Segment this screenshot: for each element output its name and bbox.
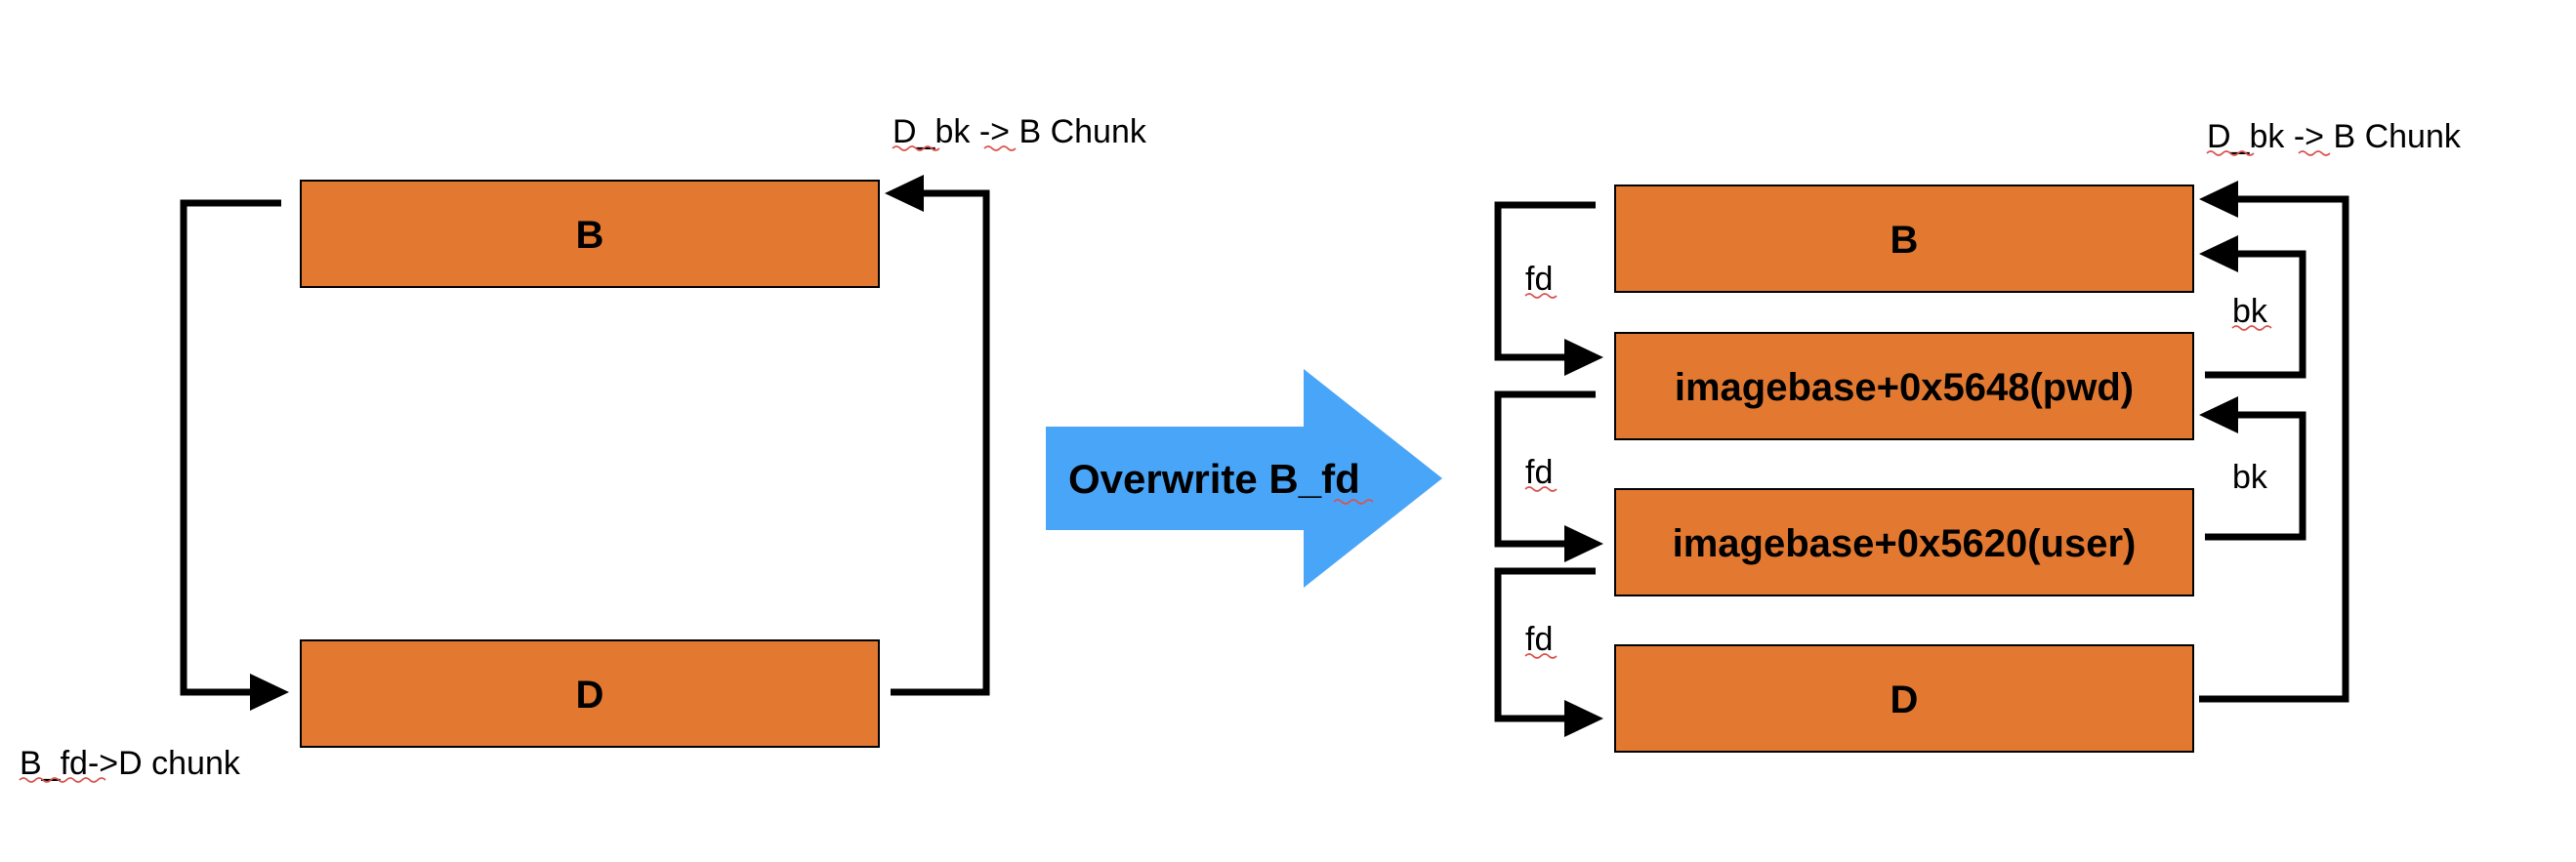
right-fd-arrowhead-3 xyxy=(1564,700,1603,737)
right-bk-label-1: bk xyxy=(2232,293,2268,330)
left-bk-arrowhead xyxy=(885,175,924,212)
right-dbk-arrowhead xyxy=(2199,181,2238,218)
left-chunk-d xyxy=(300,639,880,748)
right-fd-link-3 xyxy=(1494,567,1596,722)
right-fd-arrowhead-1 xyxy=(1564,339,1603,376)
left-bk-link xyxy=(891,189,990,696)
right-diagram: B imagebase+0x5648(pwd) imagebase+0x5620… xyxy=(1494,118,2462,753)
right-chunk-b xyxy=(1614,185,2194,293)
right-chunk-user-label: imagebase+0x5620(user) xyxy=(1673,522,2137,565)
right-chunk-pwd-label: imagebase+0x5648(pwd) xyxy=(1675,366,2134,409)
right-bk-label-2: bk xyxy=(2232,459,2268,496)
left-bfd-note: B_fd->D chunk xyxy=(20,745,241,782)
left-fd-arrowhead xyxy=(250,674,289,711)
right-fd-label-2: fd xyxy=(1525,454,1553,491)
right-chunk-b-label: B xyxy=(1890,219,1919,262)
right-chunk-d xyxy=(1614,644,2194,753)
right-fd-squiggle-2 xyxy=(1524,486,1558,492)
left-bfd-squiggle xyxy=(19,777,106,783)
right-fd-link-1 xyxy=(1494,201,1596,361)
left-diagram: B D D_bk -> B Chunk B_fd->D chunk xyxy=(19,113,1147,783)
left-chunk-d-label: D xyxy=(576,674,604,717)
left-fd-link xyxy=(180,199,281,696)
left-dbk-squiggle xyxy=(892,145,1017,151)
right-fd-label-1: fd xyxy=(1525,261,1553,298)
right-dbk-note: D_bk -> B Chunk xyxy=(2207,118,2462,155)
overwrite-arrow-label: Overwrite B_fd xyxy=(1068,456,1360,502)
right-bk-squiggle-1 xyxy=(2231,325,2272,331)
right-chunk-d-label: D xyxy=(1890,678,1919,721)
right-bk-arrowhead-2 xyxy=(2199,396,2238,433)
left-dbk-note: D_bk -> B Chunk xyxy=(893,113,1147,150)
right-fd-label-3: fd xyxy=(1525,621,1553,658)
overwrite-arrow: Overwrite B_fd xyxy=(1046,369,1442,588)
right-bk-link-2 xyxy=(2205,411,2306,541)
right-fd-squiggle-3 xyxy=(1524,653,1558,659)
right-fd-arrowhead-2 xyxy=(1564,525,1603,562)
right-chunk-user xyxy=(1614,488,2194,596)
overwrite-squiggle xyxy=(1333,499,1374,505)
right-fd-squiggle-1 xyxy=(1524,293,1558,299)
right-dbk-link xyxy=(2199,195,2349,703)
left-chunk-b-label: B xyxy=(576,214,604,257)
right-chunk-pwd xyxy=(1614,332,2194,440)
left-chunk-b xyxy=(300,180,880,288)
right-fd-link-2 xyxy=(1494,390,1596,548)
right-dbk-squiggle xyxy=(2206,150,2331,156)
right-bk-link-1 xyxy=(2205,250,2306,379)
right-bk-arrowhead-1 xyxy=(2199,235,2238,272)
overwrite-arrow-shape xyxy=(1046,369,1442,588)
